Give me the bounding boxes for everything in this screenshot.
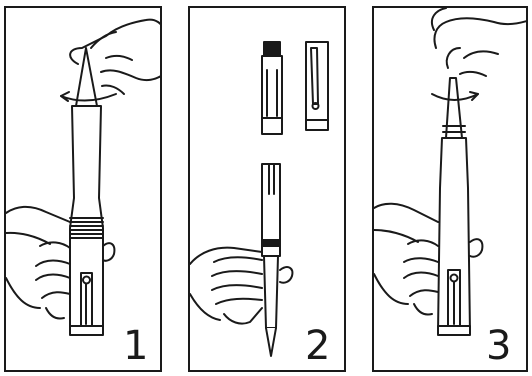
illustration-step-3 — [374, 8, 528, 372]
panel-step-2: 2 — [188, 6, 346, 372]
illustration-step-1 — [6, 8, 162, 372]
step-number: 3 — [486, 326, 511, 366]
panel-step-1: 1 — [4, 6, 162, 372]
step-number: 1 — [123, 326, 148, 366]
panel-step-3: 3 — [372, 6, 528, 372]
illustration-step-2 — [190, 8, 346, 372]
step-number: 2 — [305, 326, 330, 366]
